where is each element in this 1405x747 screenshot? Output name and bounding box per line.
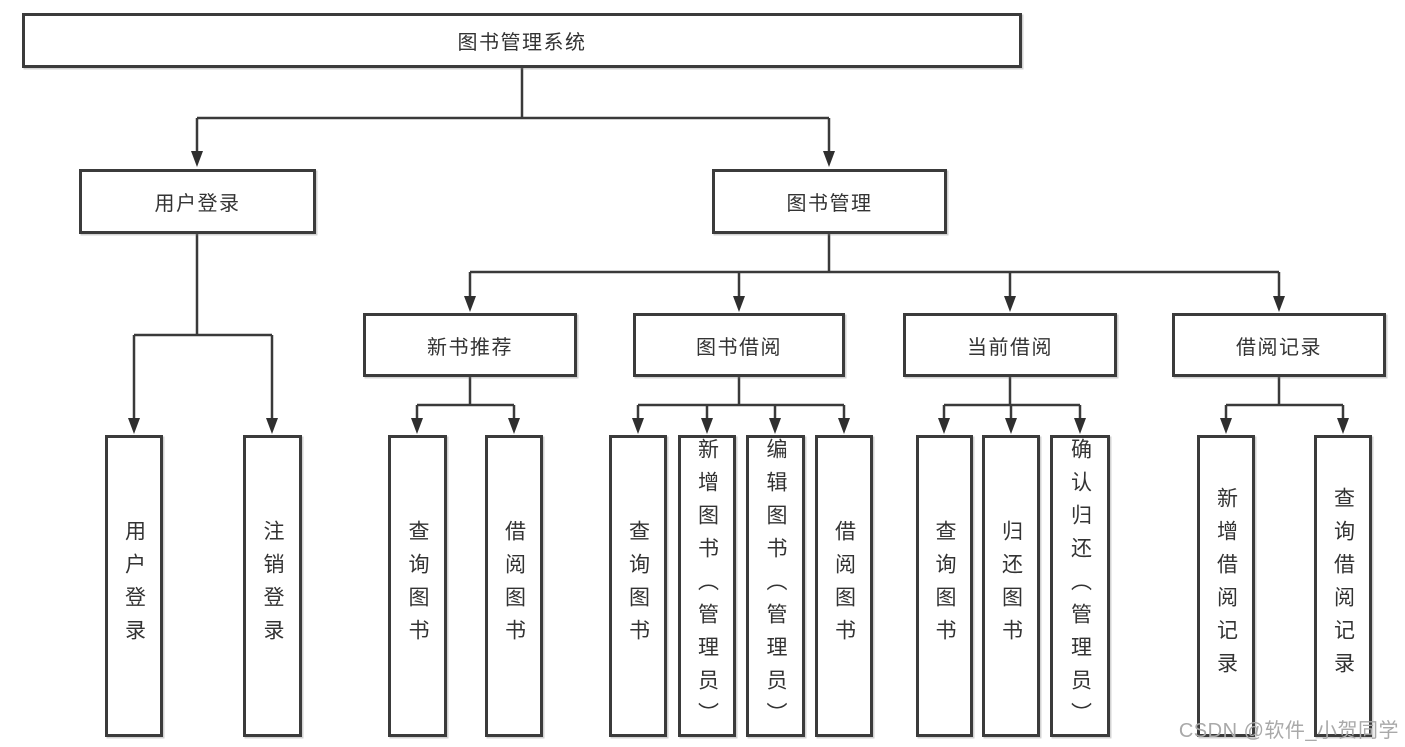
node-label: 确认归还（管理员） <box>1068 437 1092 735</box>
node-label: 新增图书（管理员） <box>695 437 719 735</box>
leaf-query-books-1: 查询图书 <box>388 435 447 737</box>
leaf-edit-book-admin: 编辑图书（管理员） <box>746 435 805 737</box>
node-current-borrow: 当前借阅 <box>903 313 1117 377</box>
leaf-confirm-return-admin: 确认归还（管理员） <box>1050 435 1110 737</box>
node-user-login: 用户登录 <box>79 169 316 234</box>
leaf-borrow-books-2: 借阅图书 <box>815 435 873 737</box>
leaf-add-book-admin: 新增图书（管理员） <box>678 435 736 737</box>
node-label: 当前借阅 <box>967 336 1053 359</box>
node-new-book-recommend: 新书推荐 <box>363 313 577 377</box>
node-label: 借阅记录 <box>1236 336 1322 359</box>
node-label: 查询图书 <box>406 520 429 652</box>
node-label: 用户登录 <box>154 193 241 215</box>
node-library-management-system: 图书管理系统 <box>22 13 1022 68</box>
node-label: 图书管理系统 <box>457 32 587 54</box>
node-book-borrow: 图书借阅 <box>633 313 845 377</box>
leaf-return-book: 归还图书 <box>982 435 1040 737</box>
node-label: 查询图书 <box>933 520 956 652</box>
node-label: 新增借阅记录 <box>1214 487 1238 685</box>
node-label: 归还图书 <box>999 520 1023 652</box>
node-label: 借阅图书 <box>832 520 856 652</box>
node-label: 查询借阅记录 <box>1331 487 1355 685</box>
leaf-user-login: 用户登录 <box>105 435 163 737</box>
node-label: 注销登录 <box>261 520 284 652</box>
leaf-add-borrow-record: 新增借阅记录 <box>1197 435 1255 737</box>
node-book-management: 图书管理 <box>712 169 947 234</box>
leaf-query-books-2: 查询图书 <box>609 435 667 737</box>
leaf-query-books-3: 查询图书 <box>916 435 973 737</box>
leaf-query-borrow-record: 查询借阅记录 <box>1314 435 1372 737</box>
node-borrow-record: 借阅记录 <box>1172 313 1386 377</box>
node-label: 用户登录 <box>122 520 146 652</box>
arrowhead-icons <box>128 151 1349 434</box>
leaf-logout: 注销登录 <box>243 435 302 737</box>
node-label: 新书推荐 <box>427 336 513 359</box>
node-label: 图书借阅 <box>696 336 782 359</box>
csdn-watermark: CSDN @软件_小贺同学 <box>1178 720 1399 742</box>
leaf-borrow-books-1: 借阅图书 <box>485 435 543 737</box>
node-label: 借阅图书 <box>502 520 526 652</box>
node-label: 编辑图书（管理员） <box>764 437 787 735</box>
node-label: 查询图书 <box>626 520 650 652</box>
node-label: 图书管理 <box>786 193 873 215</box>
